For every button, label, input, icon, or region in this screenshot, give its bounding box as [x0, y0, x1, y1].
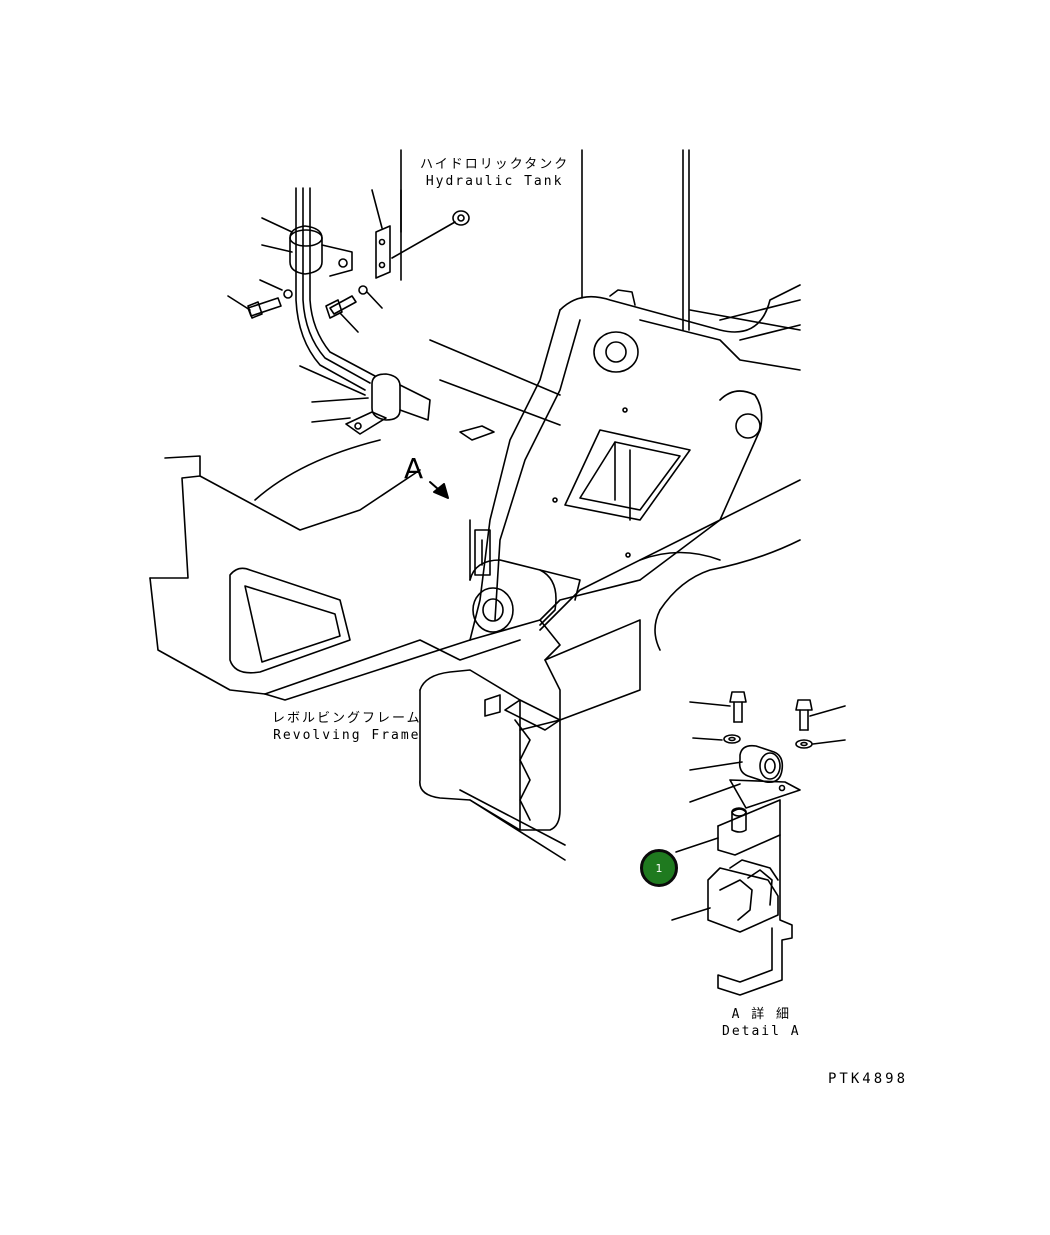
- cylinder-foot: [469, 519, 581, 633]
- tank-bracket: [371, 189, 470, 279]
- drawing-code: PTK4898: [828, 1071, 909, 1087]
- hydraulic-tank-label-jp: ハイドロリックタンク: [420, 157, 570, 172]
- hose-clamp-upper: [259, 187, 376, 391]
- hydraulic-tank-label-en: Hydraulic Tank: [425, 174, 564, 189]
- detail-a-label-en: Detail A: [722, 1024, 801, 1039]
- revolving-frame-label-en: Revolving Frame: [273, 728, 421, 743]
- frame-front: [469, 479, 801, 731]
- revolving-frame-outline: [149, 339, 561, 701]
- part-callout-1[interactable]: 1: [640, 849, 678, 887]
- lower-frame-block: [419, 669, 566, 861]
- boom-bracket: [469, 284, 801, 641]
- detail-a-bracket: [671, 799, 793, 996]
- small-bracket: [459, 425, 495, 441]
- revolving-frame-label: レボルビングフレーム Revolving Frame: [272, 710, 422, 744]
- detail-a-clamp: [689, 744, 801, 809]
- detail-a-label: A 詳 細 Detail A: [722, 1006, 801, 1040]
- detail-a-bolts: [689, 691, 846, 749]
- view-a-arrow: [429, 481, 449, 499]
- hydraulic-tank-label: ハイドロリックタンク Hydraulic Tank: [420, 156, 569, 190]
- revolving-frame-label-jp: レボルビングフレーム: [272, 711, 422, 726]
- hose-clamp-lower: [299, 365, 431, 435]
- view-a-letter: A: [404, 452, 424, 485]
- bolts-upper: [227, 285, 383, 333]
- detail-a-label-jp: A 詳 細: [731, 1007, 792, 1022]
